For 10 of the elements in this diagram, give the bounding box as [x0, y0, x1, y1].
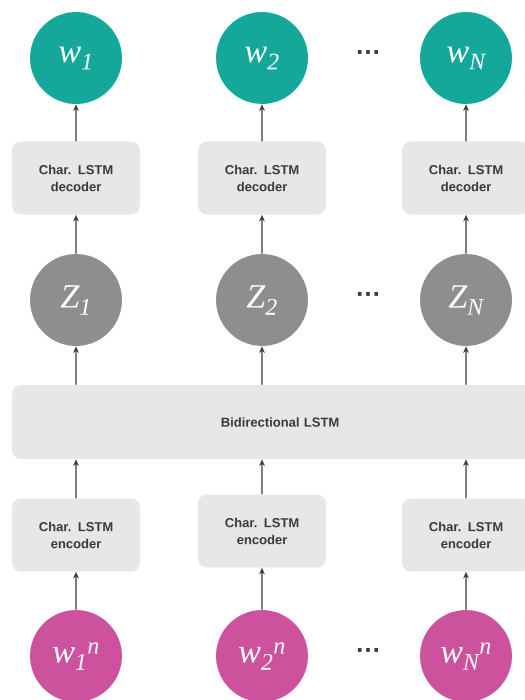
lstm-box: Char. LSTM decoder — [402, 142, 525, 214]
lstm-box: Char. LSTM encoder — [12, 498, 140, 572]
ellipsis: … — [358, 648, 378, 652]
lstm-box: Char. LSTM encoder — [402, 498, 525, 572]
ellipsis: … — [358, 292, 378, 296]
lstm-box: Char. LSTM encoder — [198, 494, 326, 568]
layer-box: Bidirectional LSTM — [12, 385, 525, 459]
lstm-box: Char. LSTM decoder — [12, 142, 140, 214]
ellipsis: … — [358, 50, 378, 54]
lstm-box: Char. LSTM decoder — [198, 142, 326, 214]
